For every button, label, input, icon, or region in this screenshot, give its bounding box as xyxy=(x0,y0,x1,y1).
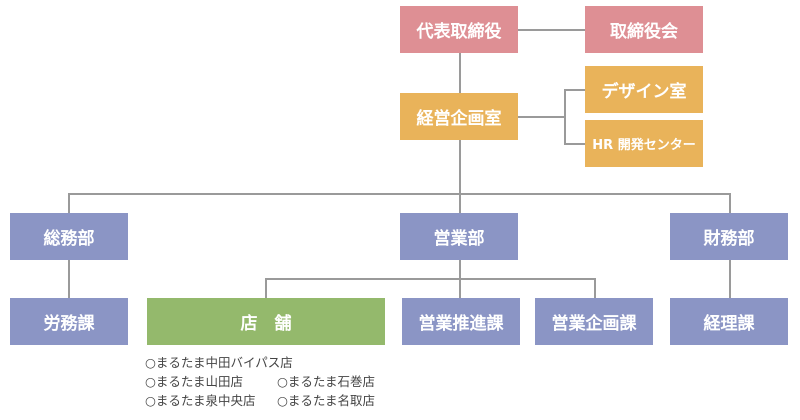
accounting-box: 経理課 xyxy=(670,298,788,345)
sales-planning-box: 営業企画課 xyxy=(535,298,653,345)
finance-dept-box: 財務部 xyxy=(670,213,788,260)
planning-office-box: 経営企画室 xyxy=(400,93,518,140)
connector xyxy=(518,116,565,118)
store-item: ○まるたま石巻店 xyxy=(277,374,376,389)
connector xyxy=(68,193,70,213)
connector xyxy=(564,89,585,91)
connector xyxy=(265,278,595,280)
store-item: ○まるたま名取店 xyxy=(277,393,376,408)
sales-promotion-box: 営業推進課 xyxy=(402,298,520,345)
connector xyxy=(594,278,596,298)
design-office-box: デザイン室 xyxy=(585,66,703,113)
connector xyxy=(68,193,730,195)
general-affairs-box: 総務部 xyxy=(10,213,128,260)
sales-dept-box: 営業部 xyxy=(400,213,518,260)
connector xyxy=(564,89,566,144)
stores-box: 店 舗 xyxy=(147,298,385,345)
connector xyxy=(564,143,585,145)
connector xyxy=(729,193,731,213)
connector xyxy=(459,140,461,213)
store-item: ○まるたま山田店 xyxy=(145,374,244,389)
connector xyxy=(729,260,731,298)
labor-section-box: 労務課 xyxy=(10,298,128,345)
board-box: 取締役会 xyxy=(585,6,703,53)
hr-center-box: HR 開発センター xyxy=(585,120,703,167)
connector xyxy=(459,53,461,93)
connector xyxy=(68,260,70,298)
connector xyxy=(518,29,585,31)
ceo-box: 代表取締役 xyxy=(400,6,518,53)
store-item: ○まるたま中田バイパス店 xyxy=(145,355,293,370)
store-list: ○まるたま中田バイパス店 ○まるたま山田店 ○まるたま石巻店 ○まるたま泉中央店 ○… xyxy=(145,353,375,410)
connector xyxy=(265,278,267,298)
store-item: ○まるたま泉中央店 xyxy=(145,393,256,408)
